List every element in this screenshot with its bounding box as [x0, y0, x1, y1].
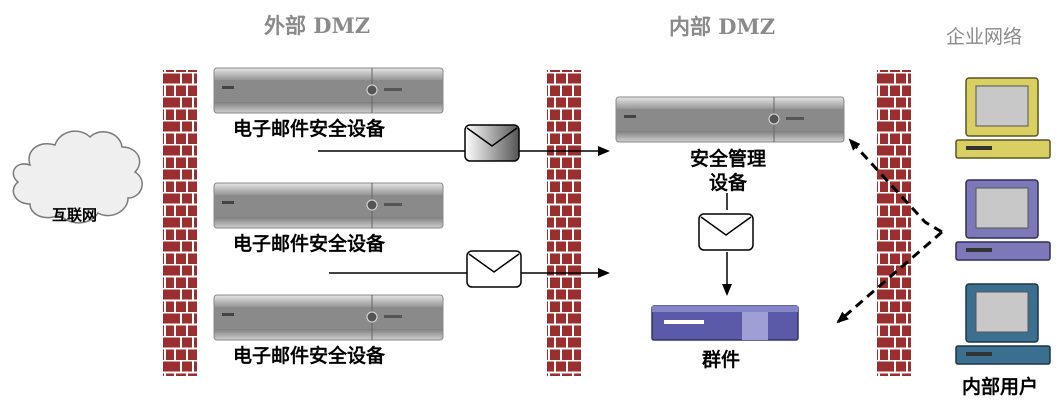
envelope-icon — [698, 213, 754, 251]
dashed-arrow-to-groupware — [836, 230, 943, 324]
firewall-enterprise — [877, 70, 911, 376]
envelope-icon — [464, 124, 520, 162]
security-appliance-1 — [213, 67, 444, 114]
computer-icon-yellow — [955, 77, 1051, 159]
computer-icon-purple — [955, 179, 1051, 261]
zone-label-enterprise: 企业网络 — [946, 26, 1023, 48]
security-appliance-2 — [213, 182, 444, 229]
firewall-external — [163, 70, 197, 376]
computer-icon-blue — [955, 283, 1051, 365]
appliance-label-3: 电子邮件安全设备 — [233, 345, 386, 367]
appliance-label-2: 电子邮件安全设备 — [233, 233, 386, 255]
internet-label: 互联网 — [52, 206, 98, 224]
envelope-icon — [466, 250, 522, 288]
groupware-label: 群件 — [702, 349, 741, 371]
zone-label-external-dmz: 外部 DMZ — [264, 13, 371, 38]
internal-users-label: 内部用户 — [962, 376, 1039, 398]
appliance-label-1: 电子邮件安全设备 — [233, 118, 386, 140]
management-appliance — [615, 96, 845, 143]
zone-label-internal-dmz: 内部 DMZ — [669, 14, 776, 39]
dashed-arrow-to-management — [848, 138, 943, 234]
management-label-line1: 安全管理 — [689, 148, 766, 170]
firewall-internal — [547, 70, 581, 376]
internet-cloud-icon — [12, 130, 143, 224]
management-label-line2: 设备 — [708, 172, 747, 194]
groupware-server — [651, 305, 799, 341]
security-appliance-3 — [213, 294, 444, 341]
